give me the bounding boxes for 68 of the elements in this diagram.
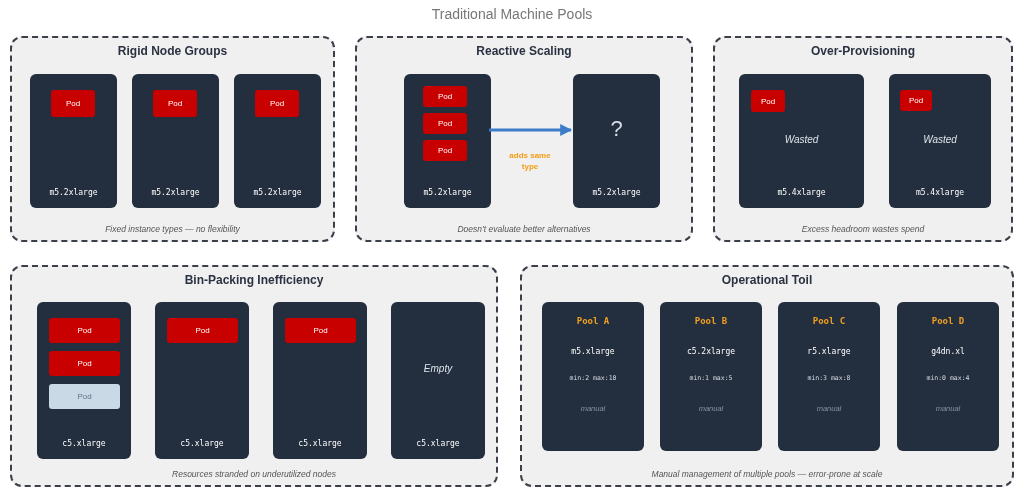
instance-type-label: m5.4xlarge: [914, 188, 966, 197]
pod-chip: Pod: [285, 318, 356, 343]
dashed-panel: [713, 36, 1013, 242]
pod-chip: Pod: [900, 90, 932, 111]
instance-type-label: m5.xlarge: [570, 347, 616, 356]
instance-card: [897, 302, 999, 451]
panel-heading: Bin-Packing Inefficiency: [183, 273, 325, 287]
pod-chip: Pod: [49, 318, 120, 343]
instance-card: [391, 302, 485, 459]
instance-card: [739, 74, 864, 208]
instance-type-label: c5.xlarge: [297, 439, 343, 448]
instance-type-label: m5.4xlarge: [776, 188, 827, 197]
instance-type-label: c5.xlarge: [415, 439, 461, 448]
pool-name: Pool A: [575, 316, 611, 326]
pod-chip: Pod: [153, 90, 197, 117]
pod-chip: Pod: [51, 90, 95, 117]
panel-caption: Manual management of multiple pools — error-prone at scale: [650, 469, 884, 479]
instance-type-label: m5.2xlarge: [150, 188, 201, 197]
panel-heading: Reactive Scaling: [475, 44, 573, 58]
wasted-label: Wasted: [922, 134, 958, 145]
pending-pod-chip: Pod: [49, 384, 120, 409]
pod-chip: Pod: [751, 90, 785, 112]
pod-chip: Pod: [49, 351, 120, 376]
panel-caption: Excess headroom wastes spend: [800, 224, 926, 234]
instance-card: [660, 302, 762, 451]
empty-label: Empty: [422, 363, 454, 374]
panel-heading: Over-Provisioning: [810, 44, 916, 58]
instance-card: [234, 74, 321, 208]
panel-caption: Resources stranded on underutilized nodes: [171, 469, 337, 479]
instance-card: [542, 302, 644, 451]
pool-name: Pool B: [693, 316, 729, 326]
instance-card: [37, 302, 131, 459]
instance-card: [273, 302, 367, 459]
pool-name: Pool C: [811, 316, 847, 326]
pod-chip: Pod: [423, 140, 467, 161]
dashed-panel: [355, 36, 693, 242]
question-mark: ?: [609, 116, 624, 142]
panel-heading: Rigid Node Groups: [116, 44, 229, 58]
instance-card: [573, 74, 660, 208]
instance-type-label: m5.2xlarge: [48, 188, 99, 197]
instance-type-label: m5.2xlarge: [422, 188, 473, 197]
dashed-panel: [520, 265, 1014, 487]
instance-card: [404, 74, 491, 208]
arrow: [489, 124, 573, 136]
pod-chip: Pod: [423, 113, 467, 134]
instance-card: [30, 74, 117, 208]
diagram-title: Traditional Machine Pools: [430, 6, 594, 22]
pod-chip: Pod: [423, 86, 467, 107]
panel-caption: Fixed instance types — no flexibility: [104, 224, 241, 234]
instance-card: [132, 74, 219, 208]
wasted-label: Wasted: [783, 134, 820, 145]
pool-name: Pool D: [930, 316, 966, 326]
instance-type-label: r5.xlarge: [806, 347, 852, 356]
pod-chip: Pod: [167, 318, 238, 343]
instance-type-label: c5.xlarge: [61, 439, 107, 448]
instance-type-label: m5.2xlarge: [252, 188, 303, 197]
dashed-panel: [10, 36, 335, 242]
instance-card: [889, 74, 991, 208]
instance-type-label: c5.xlarge: [179, 439, 225, 448]
panel-heading: Operational Toil: [720, 273, 814, 287]
instance-type-label: g4dn.xl: [930, 347, 966, 356]
dashed-panel: [10, 265, 498, 487]
instance-card: [155, 302, 249, 459]
instance-type-label: m5.2xlarge: [591, 188, 642, 197]
panel-caption: Doesn’t evaluate better alternatives: [456, 224, 592, 234]
instance-card: [778, 302, 880, 451]
pod-chip: Pod: [255, 90, 299, 117]
instance-type-label: c5.2xlarge: [685, 347, 737, 356]
